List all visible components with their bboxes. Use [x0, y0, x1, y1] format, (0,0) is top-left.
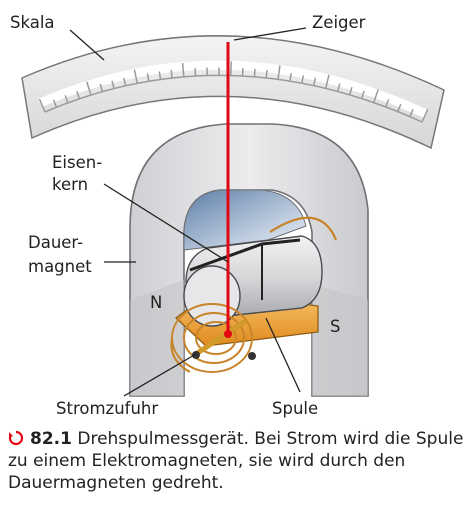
lead-rod	[193, 319, 247, 357]
scale-tick	[170, 69, 173, 79]
leader-current	[123, 353, 197, 397]
core-end-face	[183, 265, 241, 327]
scale-tick	[181, 62, 185, 77]
scale	[21, 35, 445, 150]
figure-number: 82.1	[30, 429, 72, 449]
label-iron-core-1: Eisen-	[52, 153, 102, 172]
leader-pointer	[233, 27, 307, 41]
leader-iron-core	[103, 183, 229, 263]
scale-tick	[336, 83, 341, 92]
label-south: S	[330, 317, 340, 336]
label-scale: Skala	[10, 13, 55, 32]
scale-tick	[146, 73, 150, 82]
leader-lines	[69, 27, 307, 397]
scale-ticks	[38, 61, 429, 123]
scale-tick	[76, 91, 81, 100]
spring-tail	[170, 337, 191, 373]
scale-tick	[409, 109, 414, 117]
scale-tick	[385, 99, 390, 108]
current-supply-leads	[192, 319, 256, 360]
figure-caption: 82.1 Drehspulmessgerät. Bei Strom wird d…	[8, 428, 468, 494]
south-pole-face	[312, 284, 368, 396]
scale-tick	[123, 77, 127, 86]
leader-coil	[265, 317, 301, 393]
magnet-inner-gap	[183, 189, 307, 251]
scale-tick	[397, 103, 402, 112]
terminal-right	[248, 352, 256, 360]
scale-tick	[348, 86, 353, 96]
label-current-supply: Stromzufuhr	[56, 399, 158, 418]
leader-scale	[69, 29, 105, 61]
scale-tick	[324, 74, 330, 89]
scale-tick	[38, 98, 46, 113]
scale-tick	[99, 83, 104, 92]
scale-tick	[289, 73, 292, 82]
label-iron-core-2: kern	[52, 175, 88, 194]
scale-tick	[372, 89, 379, 103]
moving-coil-meter-diagram: Skala Zeiger Eisen- kern Dauer- magnet N…	[10, 13, 445, 418]
north-pole-face	[130, 280, 184, 396]
caption-text: Drehspulmessgerät. Bei Strom wird die Sp…	[8, 429, 464, 493]
scale-tick	[360, 90, 365, 99]
arrow-circle-icon	[8, 430, 24, 446]
spring-arc-right	[269, 216, 338, 241]
spring-loop-3	[195, 321, 237, 355]
scale-tick	[158, 71, 162, 80]
spiral-spring	[170, 216, 338, 373]
spring-loop-2	[183, 312, 245, 364]
terminal-left	[192, 351, 200, 359]
scale-body	[21, 35, 445, 150]
scale-tick	[111, 80, 115, 89]
scale-tick	[313, 77, 317, 86]
label-north: N	[150, 293, 162, 312]
scale-tick	[253, 68, 256, 77]
pointer-pivot	[224, 330, 232, 338]
label-pointer: Zeiger	[312, 13, 366, 32]
label-coil: Spule	[272, 399, 318, 418]
scale-baseline	[44, 74, 423, 123]
scale-tick	[277, 65, 281, 80]
scale-tick	[133, 69, 138, 84]
scale-tick	[421, 108, 429, 123]
permanent-magnet	[129, 123, 369, 397]
label-magnet-1: Dauer-	[28, 233, 83, 252]
scale-tick	[265, 69, 268, 78]
scale-tick	[301, 75, 305, 84]
label-magnet-2: magnet	[28, 257, 92, 276]
scale-tick	[86, 81, 92, 96]
scale-tick	[52, 99, 58, 108]
scale-tick	[64, 95, 69, 104]
